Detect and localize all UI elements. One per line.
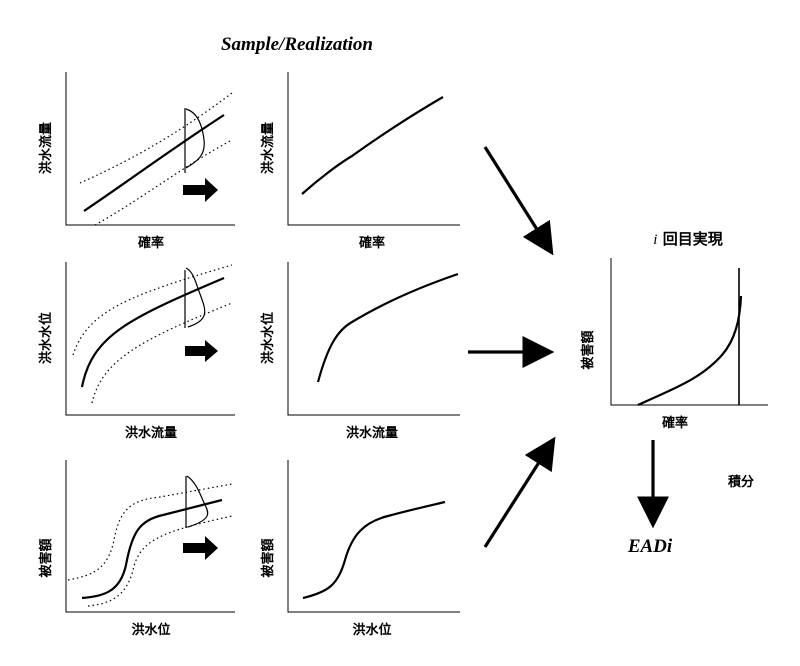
arrow-row1-to-result (483, 146, 554, 256)
panel-row3-uncertain: 被害額 洪水位 (38, 460, 235, 638)
xlabel: 洪水位 (352, 622, 391, 638)
median-curve (83, 114, 225, 212)
ylabel: 被害額 (38, 538, 54, 578)
panel-row2-uncertain: 洪水水位 洪水流量 (38, 262, 235, 441)
output-label: EADi (627, 536, 673, 557)
realized-curve (302, 500, 446, 600)
xlabel: 洪水流量 (125, 425, 177, 441)
dotted-upper-bound (79, 92, 233, 184)
ylabel: 洪水流量 (260, 122, 276, 174)
axes (65, 262, 235, 416)
xlabel: 確率 (138, 235, 164, 251)
realized-curve (316, 272, 459, 383)
arrow-row3-to-result (483, 436, 556, 548)
dotted-lower-bound (87, 515, 233, 607)
median-curve (81, 498, 223, 600)
xlabel: 洪水位 (131, 622, 170, 638)
panel-row2-realization: 洪水水位 洪水流量 (260, 262, 460, 441)
ylabel: 洪水流量 (38, 122, 54, 174)
right-arrow (183, 536, 218, 560)
right-arrow (185, 340, 218, 362)
panel-row1-realization: 洪水流量 確率 (260, 72, 460, 251)
axes (65, 72, 235, 226)
xlabel: 洪水流量 (346, 425, 398, 441)
xlabel: 確率 (662, 415, 688, 431)
axes (287, 262, 460, 416)
panel-row1-uncertain: 洪水流量 確率 (38, 72, 235, 251)
ylabel: 洪水水位 (38, 312, 54, 364)
probability-distribution (185, 108, 205, 169)
damage-curve (637, 295, 743, 406)
result-title: i 回目実現 (653, 230, 722, 248)
right-arrow (183, 178, 218, 202)
ylabel: 被害額 (580, 330, 596, 370)
axes (610, 258, 768, 406)
probability-distribution (186, 475, 209, 528)
median-curve (80, 276, 225, 388)
integral-label: 積分 (727, 474, 754, 490)
probability-distribution (185, 267, 206, 328)
axes (287, 460, 460, 613)
dotted-lower-bound (94, 139, 233, 226)
dotted-upper-bound (67, 483, 233, 581)
result-title-italic: i (653, 232, 657, 248)
xlabel: 確率 (359, 235, 385, 251)
ylabel: 洪水水位 (260, 312, 276, 364)
axes (287, 72, 460, 226)
realized-curve (301, 96, 444, 195)
axes (65, 460, 235, 613)
dotted-upper-bound (72, 264, 233, 356)
ylabel: 被害額 (260, 538, 276, 578)
panel-result: i 回目実現 被害額 確率 (580, 230, 768, 431)
diagram-title: Sample/Realization (221, 34, 373, 55)
panel-row3-realization: 被害額 洪水位 (260, 460, 460, 638)
result-title-rest: 回目実現 (657, 230, 722, 248)
